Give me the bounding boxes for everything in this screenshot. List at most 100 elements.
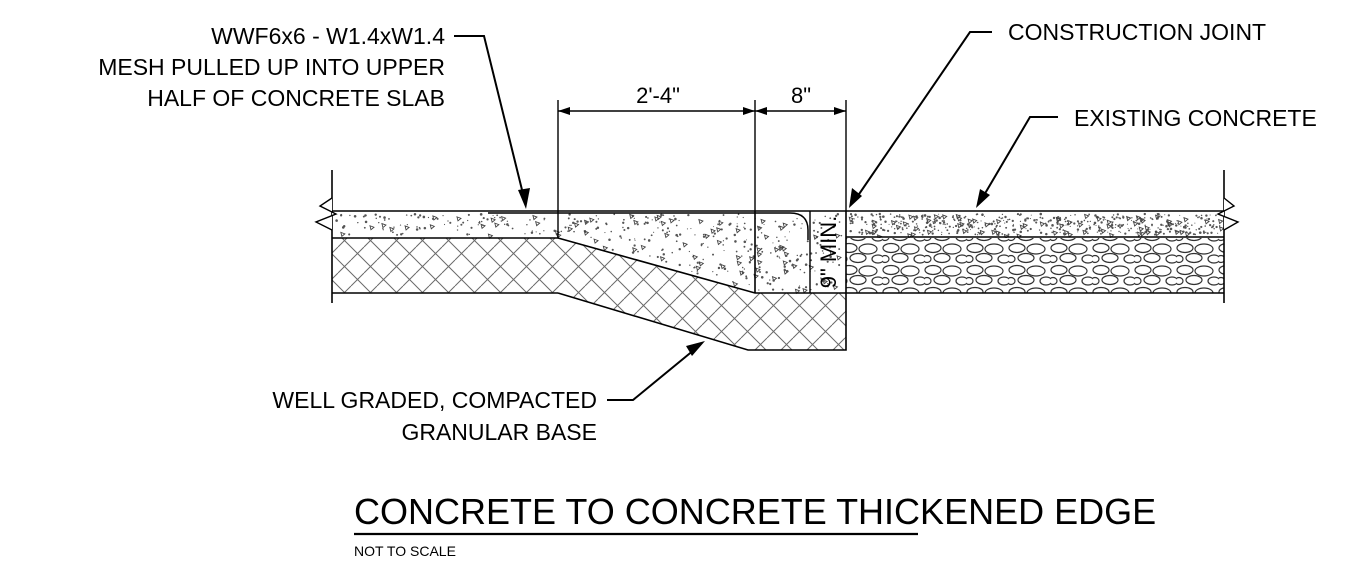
stipple-dot (597, 218, 600, 220)
aggregate-mark (1139, 217, 1145, 223)
stipple-dot (466, 233, 469, 236)
stipple-dot (836, 212, 840, 216)
stipple-dot (1102, 219, 1105, 221)
stipple-dot (1086, 220, 1089, 223)
stipple-dot (783, 265, 786, 268)
stipple-dot (447, 220, 449, 222)
stipple-dot (898, 222, 900, 224)
aggregate-mark (995, 230, 1001, 236)
stipple-dot (1217, 232, 1219, 234)
aggregate-mark (429, 224, 436, 230)
stipple-dot (1098, 225, 1100, 227)
stipple-dot (1162, 232, 1165, 235)
stipple-dot (694, 234, 696, 236)
existing-concrete-slab (846, 211, 1224, 237)
stipple-dot (946, 229, 949, 232)
stipple-dot (871, 232, 875, 235)
stipple-dot (857, 216, 859, 218)
dimension-lines (557, 100, 847, 293)
stipple-dot (1199, 231, 1202, 234)
stipple-dot (363, 226, 366, 229)
stipple-dot (781, 288, 784, 291)
stipple-dot (736, 223, 738, 225)
stipple-dot (900, 231, 902, 234)
stipple-dot (849, 222, 852, 225)
stipple-dot (948, 232, 950, 235)
stipple-dot (1084, 229, 1087, 232)
stipple-dot (827, 239, 830, 242)
aggregate-mark (494, 222, 500, 228)
stipple-dot (511, 227, 514, 230)
stipple-dot (901, 228, 904, 231)
aggregate-mark (779, 225, 785, 232)
aggregate-mark (732, 281, 739, 288)
stipple-dot (980, 220, 982, 222)
stipple-dot (702, 233, 705, 236)
stipple-dot (1064, 220, 1067, 223)
aggregate-mark (381, 222, 387, 229)
stipple-dot (992, 220, 995, 223)
stipple-dot (1066, 220, 1069, 223)
aggregate-mark (820, 277, 826, 283)
stipple-dot (1044, 222, 1047, 225)
aggregate-mark (913, 226, 920, 232)
stipple-dot (774, 220, 777, 223)
stipple-dot (964, 215, 967, 218)
stipple-dot (760, 232, 763, 234)
aggregate-mark (822, 279, 829, 285)
stipple-dot (878, 212, 881, 216)
stipple-dot (717, 223, 720, 226)
stipple-dot (940, 233, 943, 236)
stipple-dot (796, 254, 799, 257)
stipple-dot (374, 213, 377, 216)
stipple-dot (760, 276, 764, 279)
stipple-dot (932, 222, 935, 225)
stipple-dot (812, 221, 815, 224)
stipple-dot (734, 240, 737, 243)
aggregate-mark (629, 213, 635, 220)
stipple-dot (758, 266, 761, 269)
stipple-dot (750, 243, 753, 246)
stipple-dot (657, 227, 659, 229)
stipple-dot (1019, 220, 1022, 223)
stipple-dot (543, 219, 545, 221)
stipple-dot (933, 228, 936, 230)
stipple-dot (946, 223, 949, 225)
stipple-dot (1166, 227, 1170, 231)
aggregate-mark (500, 215, 507, 222)
stipple-dot (884, 220, 887, 223)
stipple-dot (679, 233, 682, 236)
aggregate-mark (1039, 221, 1046, 228)
stipple-dot (915, 215, 918, 218)
aggregate-mark (1204, 219, 1210, 225)
stipple-dot (1204, 219, 1206, 221)
stipple-dot (1215, 225, 1218, 229)
stipple-dot (1011, 219, 1014, 223)
stipple-dot (743, 222, 746, 225)
stipple-dot (417, 216, 420, 219)
stipple-dot (1052, 216, 1056, 220)
stipple-dot (849, 213, 853, 216)
aggregate-mark (695, 265, 702, 272)
stipple-dot (1097, 229, 1101, 232)
stipple-dot (727, 270, 729, 272)
aggregate-mark (389, 226, 395, 233)
stipple-dot (891, 226, 893, 228)
stipple-dot (1087, 215, 1089, 217)
stipple-dot (1093, 223, 1095, 226)
stipple-dot (427, 216, 430, 219)
stipple-dot (1005, 226, 1008, 229)
aggregate-mark (716, 227, 722, 233)
aggregate-mark (735, 255, 742, 261)
aggregate-mark (956, 216, 963, 222)
stipple-dot (898, 215, 901, 218)
stipple-dot (543, 230, 545, 232)
stipple-dot (907, 223, 909, 225)
aggregate-mark (763, 234, 770, 240)
stipple-dot (829, 217, 832, 220)
stipple-dot (774, 246, 776, 248)
stipple-dot (1206, 218, 1208, 220)
stipple-dot (879, 217, 881, 220)
stipple-dot (712, 271, 714, 273)
stipple-dot (689, 264, 691, 266)
